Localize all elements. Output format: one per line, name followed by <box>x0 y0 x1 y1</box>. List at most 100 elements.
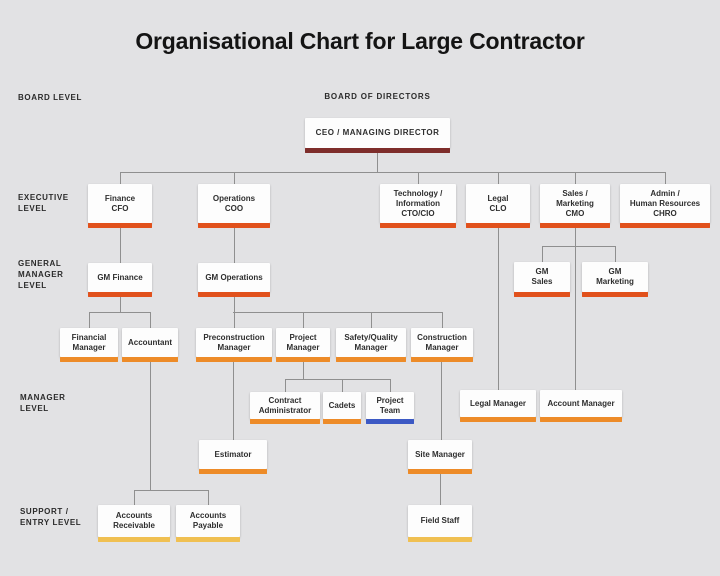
connector-cmo-to-account-manager <box>575 228 576 390</box>
org-node-label-gm-sales: GM Sales <box>531 267 553 286</box>
org-node-sales-marketing-cmo: Sales / Marketing CMO <box>540 184 610 228</box>
node-underline-bar-account-manager <box>540 417 622 422</box>
org-node-label-admin-hr-chro: Admin / Human Resources CHRO <box>629 188 701 218</box>
node-underline-bar-contract-administrator <box>250 419 320 424</box>
org-node-label-safety-quality-manager: Safety/Quality Manager <box>344 332 398 352</box>
node-underline-bar-accountant <box>122 357 178 362</box>
org-node-label-site-manager: Site Manager <box>415 449 465 459</box>
connector-drop-accounts-receivable <box>134 490 135 505</box>
org-node-label-gm-operations: GM Operations <box>205 272 263 282</box>
org-node-accounts-receivable: Accounts Receivable <box>98 505 170 542</box>
org-node-label-operations-coo: Operations COO <box>212 193 256 213</box>
level-label-executive-level: EXECUTIVE LEVEL <box>18 193 69 213</box>
org-node-financial-manager: Financial Manager <box>60 328 118 362</box>
connector-drop-construction <box>442 312 443 328</box>
level-label-general-manager-level: GENERAL MANAGER LEVEL <box>18 259 64 290</box>
connector-accountant-to-accounts <box>150 362 151 490</box>
connector-operations-to-gm-operations <box>234 228 235 263</box>
org-node-label-gm-finance: GM Finance <box>97 272 143 282</box>
node-underline-bar-construction-manager <box>411 357 473 362</box>
org-node-gm-finance: GM Finance <box>88 263 152 297</box>
connector-preconstruction-to-estimator <box>233 362 234 440</box>
connector-drop-technology <box>418 172 419 184</box>
connector-drop-safety-quality <box>371 312 372 328</box>
node-underline-bar-gm-marketing <box>582 292 648 297</box>
org-node-construction-manager: Construction Manager <box>411 328 473 362</box>
org-node-operations-coo: Operations COO <box>198 184 270 228</box>
connector-drop-financial-manager <box>89 312 90 328</box>
org-node-project-manager: Project Manager <box>276 328 330 362</box>
node-underline-bar-gm-finance <box>88 292 152 297</box>
connector-drop-gm-sales <box>542 246 543 262</box>
connector-drop-finance <box>120 172 121 184</box>
node-underline-bar-safety-quality-manager <box>336 357 406 362</box>
org-node-site-manager: Site Manager <box>408 440 472 474</box>
connector-branch-sales-gms <box>542 246 616 247</box>
org-node-label-field-staff: Field Staff <box>420 516 460 525</box>
org-node-label-contract-administrator: Contract Administrator <box>258 395 312 415</box>
connector-project-manager-stub <box>303 362 304 379</box>
org-node-label-accounts-receivable: Accounts Receivable <box>113 511 155 530</box>
connector-trunk-executive <box>120 172 666 173</box>
level-label-board-level: BOARD LEVEL <box>18 93 82 102</box>
org-node-technology-cto-cio: Technology / Information CTO/CIO <box>380 184 456 228</box>
board-of-directors-heading: BOARD OF DIRECTORS <box>324 92 431 101</box>
node-underline-bar-gm-operations <box>198 292 270 297</box>
node-underline-bar-legal-clo <box>466 223 530 228</box>
connector-drop-admin <box>665 172 666 184</box>
page-title: Organisational Chart for Large Contracto… <box>135 28 585 54</box>
node-underline-bar-site-manager <box>408 469 472 474</box>
node-underline-bar-operations-coo <box>198 223 270 228</box>
org-node-label-accounts-payable: Accounts Payable <box>189 511 227 530</box>
org-node-project-team: Project Team <box>366 392 414 424</box>
connector-drop-operations <box>234 172 235 184</box>
level-label-support-entry-level: SUPPORT / ENTRY LEVEL <box>20 507 82 527</box>
node-underline-bar-technology-cto-cio <box>380 223 456 228</box>
org-node-admin-hr-chro: Admin / Human Resources CHRO <box>620 184 710 228</box>
connector-drop-sales <box>575 172 576 184</box>
node-underline-bar-gm-sales <box>514 292 570 297</box>
org-node-label-sales-marketing-cmo: Sales / Marketing CMO <box>556 188 594 218</box>
org-node-estimator: Estimator <box>199 440 267 474</box>
node-underline-bar-accounts-receivable <box>98 537 170 542</box>
org-node-label-cadets: Cadets <box>328 400 356 410</box>
org-node-label-project-team: Project Team <box>376 395 404 415</box>
connector-gm-finance-stub <box>120 297 121 312</box>
node-underline-bar-project-manager <box>276 357 330 362</box>
connector-drop-gm-marketing <box>615 246 616 262</box>
org-node-label-technology-cto-cio: Technology / Information CTO/CIO <box>393 188 443 218</box>
org-node-accountant: Accountant <box>122 328 178 362</box>
connector-branch-gm-finance <box>89 312 151 313</box>
org-node-label-gm-marketing: GM Marketing <box>596 267 634 286</box>
org-node-label-preconstruction-manager: Preconstruction Manager <box>203 332 265 352</box>
connector-drop-project-manager <box>303 312 304 328</box>
level-label-manager-level: MANAGER LEVEL <box>20 393 66 413</box>
org-node-label-accountant: Accountant <box>128 337 172 347</box>
org-node-gm-marketing: GM Marketing <box>582 262 648 297</box>
node-underline-bar-accounts-payable <box>176 537 240 542</box>
org-node-label-ceo: CEO / MANAGING DIRECTOR <box>315 128 440 137</box>
connector-drop-contract-administrator <box>285 379 286 392</box>
org-node-legal-clo: Legal CLO <box>466 184 530 228</box>
org-node-safety-quality-manager: Safety/Quality Manager <box>336 328 406 362</box>
org-node-label-legal-clo: Legal CLO <box>487 193 509 213</box>
connector-drop-project-team <box>390 379 391 392</box>
org-node-label-financial-manager: Financial Manager <box>71 332 107 352</box>
org-node-label-project-manager: Project Manager <box>286 332 320 352</box>
node-underline-bar-legal-manager <box>460 417 536 422</box>
org-node-finance-cfo: Finance CFO <box>88 184 152 228</box>
node-underline-bar-finance-cfo <box>88 223 152 228</box>
node-underline-bar-preconstruction-manager <box>196 357 272 362</box>
org-node-account-manager: Account Manager <box>540 390 622 422</box>
node-underline-bar-cadets <box>323 419 361 424</box>
org-node-accounts-payable: Accounts Payable <box>176 505 240 542</box>
org-node-label-account-manager: Account Manager <box>547 398 615 408</box>
connector-ceo-stub <box>377 148 378 172</box>
connector-drop-cadets <box>342 379 343 392</box>
org-node-label-estimator: Estimator <box>214 449 252 459</box>
org-node-gm-sales: GM Sales <box>514 262 570 297</box>
connector-drop-accountant <box>150 312 151 328</box>
node-underline-bar-sales-marketing-cmo <box>540 223 610 228</box>
connector-branch-accountant <box>134 490 209 491</box>
